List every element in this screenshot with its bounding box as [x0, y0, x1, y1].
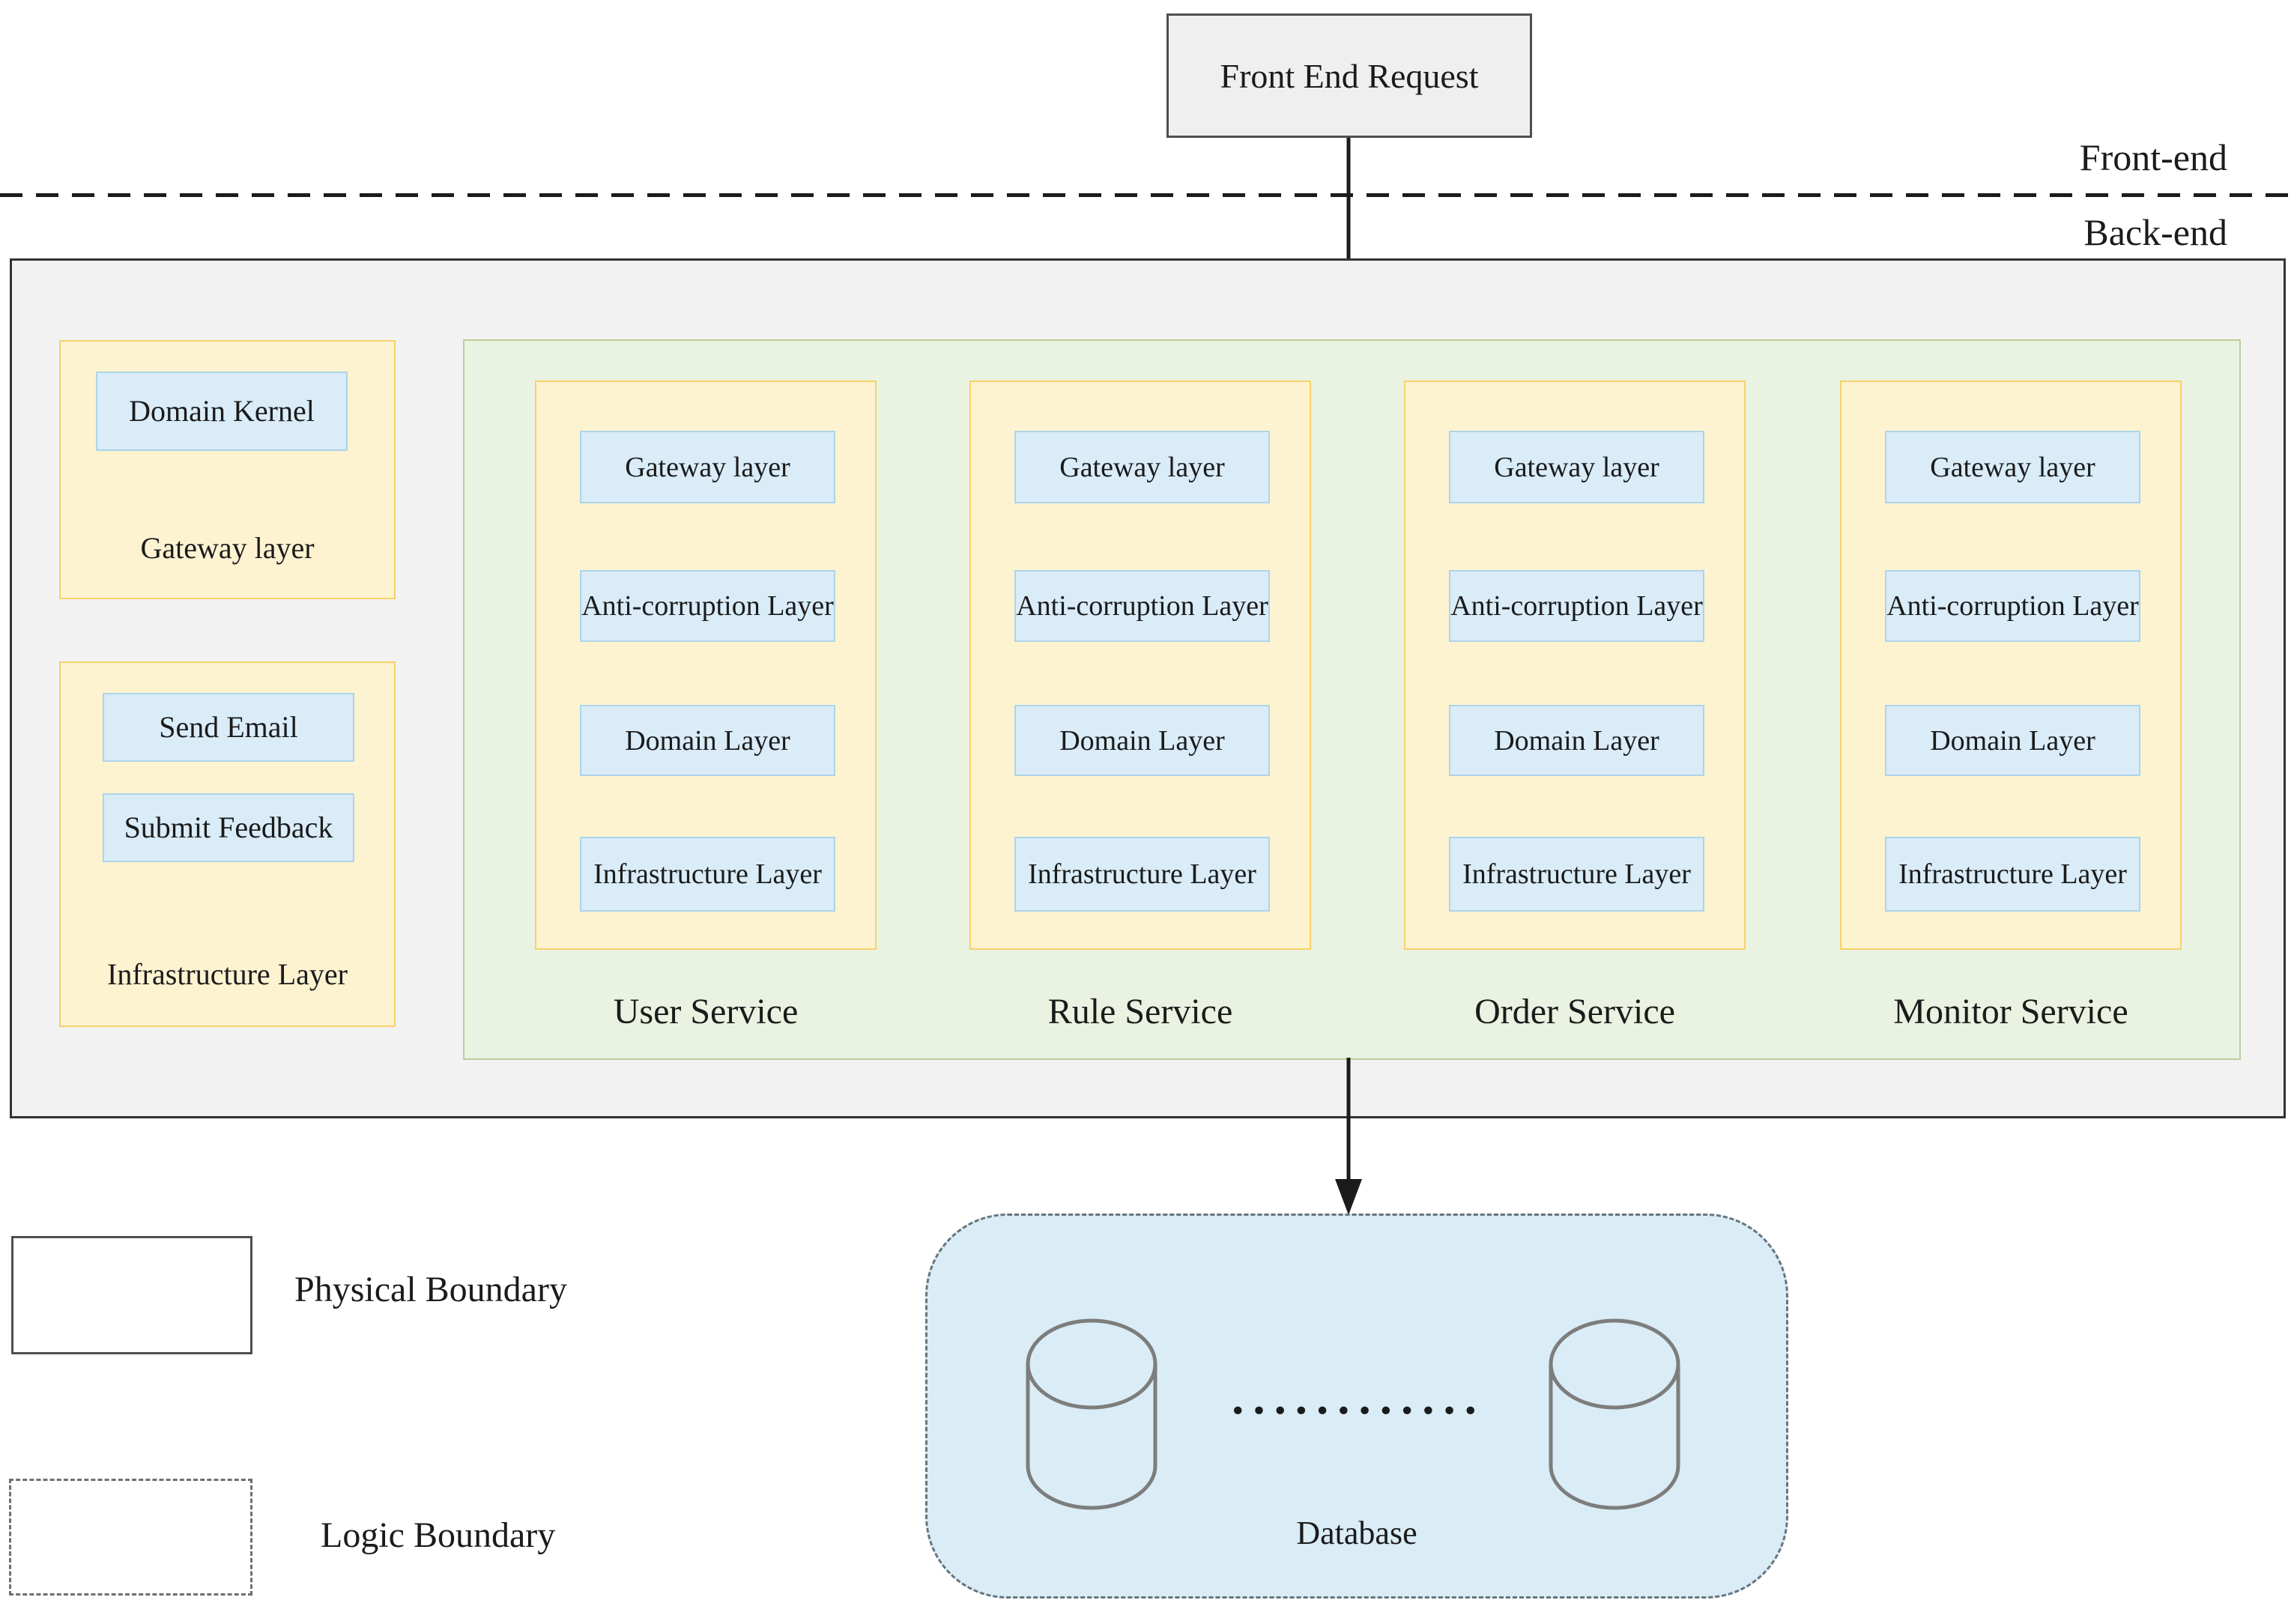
- database-cylinder-icon: [1026, 1318, 1157, 1510]
- database-label: Database: [1296, 1515, 1417, 1551]
- monitor-service-column: Gateway layer Anti-corruption Layer Doma…: [1840, 381, 2182, 950]
- front-end-request-box: Front End Request: [1166, 13, 1532, 138]
- physical-boundary-swatch: [11, 1236, 252, 1354]
- infrastructure-group-caption: Infrastructure Layer: [107, 957, 348, 991]
- database-container: •••••••••••• Database: [925, 1214, 1788, 1599]
- gateway-group-caption: Gateway layer: [140, 531, 315, 565]
- layer-box: Infrastructure Layer: [1885, 837, 2140, 912]
- layer-box: Anti-corruption Layer: [1014, 570, 1270, 642]
- order-service-column: Gateway layer Anti-corruption Layer Doma…: [1404, 381, 1746, 950]
- layer-box: Gateway layer: [1885, 431, 2140, 503]
- layer-box: Domain Layer: [1885, 705, 2140, 776]
- submit-feedback-box: Submit Feedback: [103, 793, 354, 862]
- services-logic-region: Gateway layer Anti-corruption Layer Doma…: [463, 339, 2241, 1060]
- user-service-label: User Service: [613, 992, 799, 1031]
- backend-container: Domain Kernel Gateway layer Send Email S…: [10, 258, 2286, 1118]
- front-end-label: Front-end: [2079, 136, 2227, 178]
- logic-boundary-swatch: [9, 1479, 252, 1596]
- front-back-separator-line: [0, 193, 2294, 197]
- layer-box: Anti-corruption Layer: [1449, 570, 1704, 642]
- layer-box: Domain Layer: [580, 705, 835, 776]
- layer-box: Infrastructure Layer: [580, 837, 835, 912]
- monitor-service-label: Monitor Service: [1893, 992, 2128, 1031]
- layer-box: Anti-corruption Layer: [580, 570, 835, 642]
- layer-box: Gateway layer: [1449, 431, 1704, 503]
- physical-boundary-label: Physical Boundary: [294, 1270, 567, 1309]
- layer-box: Domain Layer: [1449, 705, 1704, 776]
- layer-box: Anti-corruption Layer: [1885, 570, 2140, 642]
- infrastructure-layer-group: Send Email Submit Feedback Infrastructur…: [59, 661, 396, 1027]
- back-end-label: Back-end: [2083, 211, 2227, 253]
- layer-box: Infrastructure Layer: [1449, 837, 1704, 912]
- layer-box: Gateway layer: [580, 431, 835, 503]
- user-service-column: Gateway layer Anti-corruption Layer Doma…: [535, 381, 877, 950]
- gateway-layer-group: Domain Kernel Gateway layer: [59, 340, 396, 599]
- send-email-box: Send Email: [103, 693, 354, 762]
- layer-box: Infrastructure Layer: [1014, 837, 1270, 912]
- layer-box: Domain Layer: [1014, 705, 1270, 776]
- rule-service-column: Gateway layer Anti-corruption Layer Doma…: [969, 381, 1311, 950]
- database-cylinder-icon: [1549, 1318, 1680, 1510]
- rule-service-label: Rule Service: [1047, 992, 1233, 1031]
- ellipsis-dots: ••••••••••••: [1229, 1396, 1484, 1427]
- domain-kernel-box: Domain Kernel: [96, 372, 348, 451]
- database-down-arrow-icon: [1335, 1058, 1362, 1215]
- layer-box: Gateway layer: [1014, 431, 1270, 503]
- order-service-label: Order Service: [1474, 992, 1675, 1031]
- logic-boundary-label: Logic Boundary: [321, 1515, 556, 1555]
